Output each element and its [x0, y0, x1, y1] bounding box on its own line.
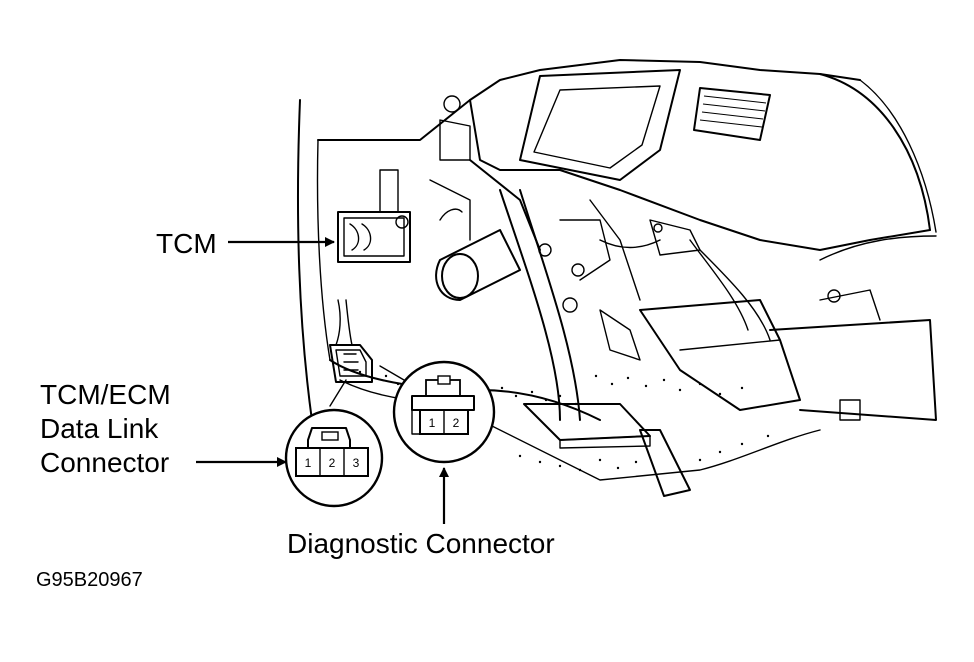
tcm-module — [337, 169, 411, 263]
right-assembly — [639, 235, 937, 421]
steering-column — [429, 159, 541, 301]
dlc-label-line2: Data Link — [40, 413, 159, 444]
dlc-label-line1: TCM/ECM — [40, 379, 171, 410]
vent-slots — [693, 87, 771, 141]
dlc-label-line3: Connector — [40, 447, 169, 478]
diagnostic-callout: 1 2 — [379, 360, 496, 464]
diagnostic-connector-label: Diagnostic Connector — [287, 528, 555, 559]
tcm-label: TCM — [156, 228, 217, 259]
connector-harness — [329, 299, 373, 383]
pedal-pad — [523, 403, 691, 497]
dlc-pin-1: 1 — [305, 456, 312, 470]
diag-pin-2: 2 — [453, 416, 460, 430]
dlc-callout: 1 2 3 — [284, 379, 384, 508]
pedal-bracket — [499, 189, 771, 421]
diag-pin-1: 1 — [429, 416, 436, 430]
dashboard-illustration — [296, 59, 937, 497]
dlc-pin-3: 3 — [353, 456, 360, 470]
dlc-pin-2: 2 — [329, 456, 336, 470]
figure-id: G95B20967 — [36, 569, 143, 591]
